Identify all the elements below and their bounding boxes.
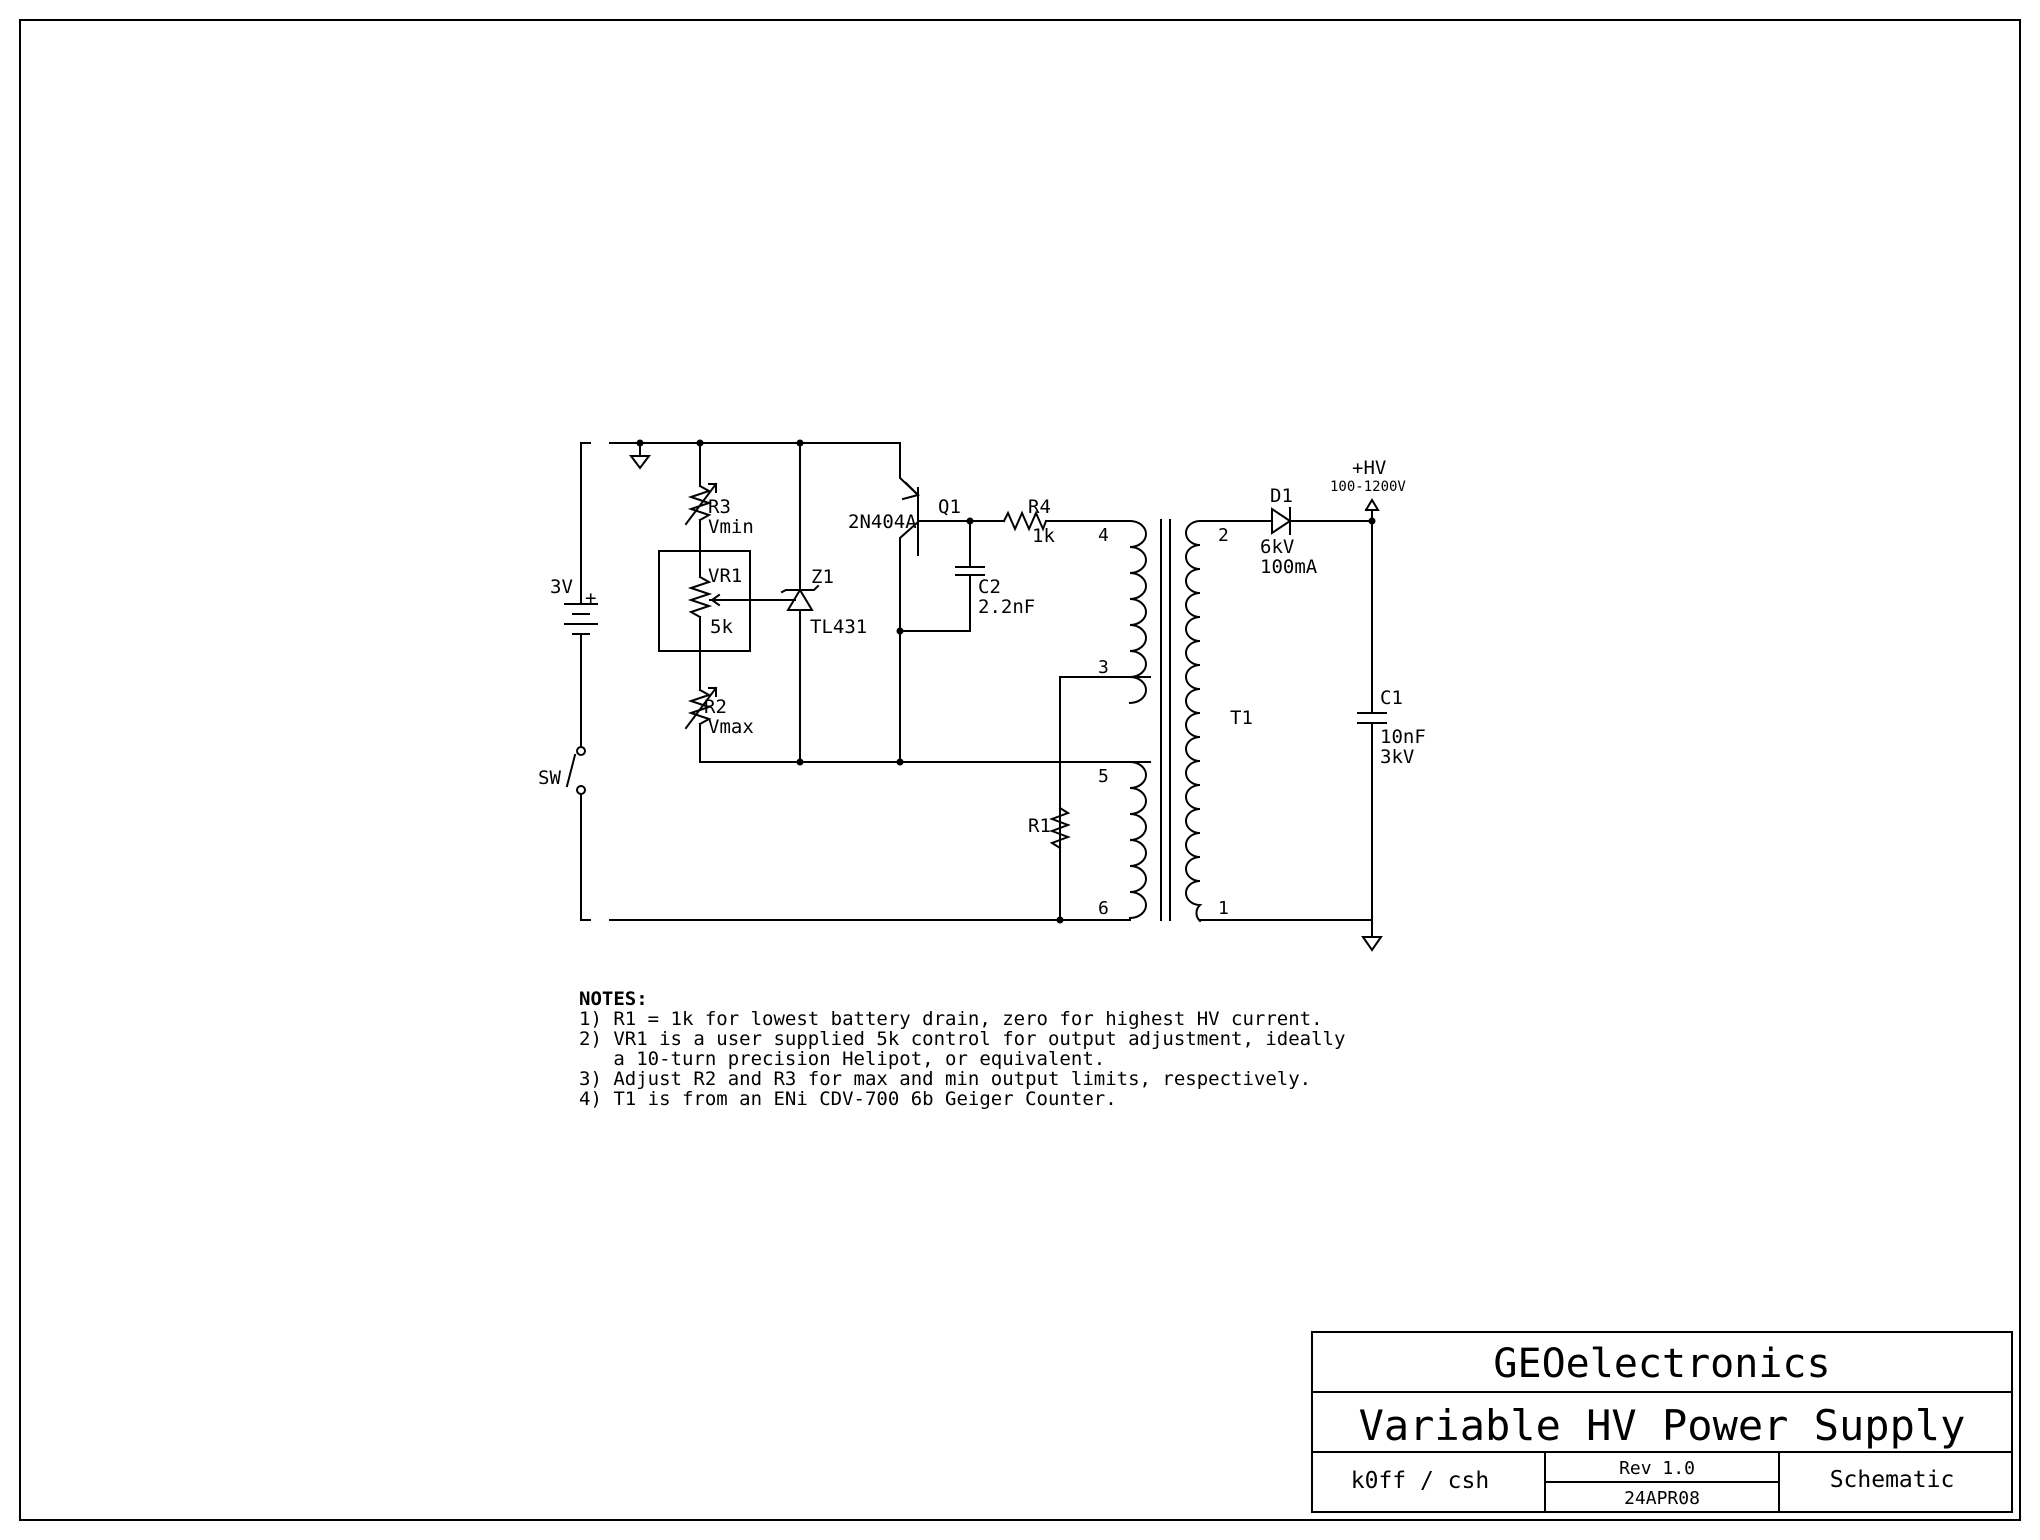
company-name: GEOelectronics xyxy=(1493,1341,1830,1387)
c2-label: C2 xyxy=(978,576,1001,598)
r2-desc: Vmax xyxy=(708,716,754,738)
battery-plus-label: + xyxy=(585,587,596,609)
hv-output-terminal xyxy=(1364,498,1380,522)
circuit: 3V + SW xyxy=(538,439,1426,952)
z1-tl431 xyxy=(709,442,820,763)
sheet-border xyxy=(19,19,2021,1521)
note-line: 4) T1 is from an ENi CDV-700 6b Geiger C… xyxy=(579,1088,1117,1110)
r3-label: R3 xyxy=(708,496,731,518)
d1-label: D1 xyxy=(1270,485,1293,507)
junction-dot xyxy=(896,758,904,766)
vr1-label: VR1 xyxy=(708,565,742,587)
junction-dot xyxy=(796,758,804,766)
r3-desc: Vmin xyxy=(708,516,754,538)
battery-label: 3V xyxy=(550,576,573,598)
t1-pin-6: 6 xyxy=(1098,898,1109,919)
notes-block: NOTES: 1) R1 = 1k for lowest battery dra… xyxy=(579,988,1345,1110)
c1-value: 10nF xyxy=(1380,726,1426,748)
r4-resistor xyxy=(969,510,1131,532)
t1-pin-5: 5 xyxy=(1098,766,1109,787)
drawing-date: 24APR08 xyxy=(1624,1488,1700,1509)
ground-symbol-top xyxy=(629,442,651,470)
note-line: 1) R1 = 1k for lowest battery drain, zer… xyxy=(579,1008,1323,1030)
r4-value: 1k xyxy=(1032,525,1055,547)
junction-dot xyxy=(636,439,644,447)
c1-label: C1 xyxy=(1380,687,1403,709)
battery-3v xyxy=(564,577,598,752)
c2-capacitor xyxy=(899,520,985,632)
d1-rating-current: 100mA xyxy=(1260,556,1318,578)
battery-switch-branch: 3V + SW xyxy=(538,442,598,921)
r3-adjust-arrow xyxy=(684,482,718,526)
revision: Rev 1.0 xyxy=(1619,1458,1695,1479)
r2-resistor xyxy=(687,688,713,726)
hv-range: 100-1200V xyxy=(1330,479,1406,495)
t1-pin-1: 1 xyxy=(1218,898,1229,919)
c2-value: 2.2nF xyxy=(978,596,1035,618)
t1-pin-3: 3 xyxy=(1098,657,1109,678)
r2-label: R2 xyxy=(704,696,727,718)
z1-part: TL431 xyxy=(810,616,867,638)
t1-pin-4: 4 xyxy=(1098,525,1109,546)
c1-rating: 3kV xyxy=(1380,746,1414,768)
notes-heading: NOTES: xyxy=(579,988,648,1010)
vr1-value: 5k xyxy=(710,616,733,638)
switch-label: SW xyxy=(538,767,561,789)
t1-pin-2: 2 xyxy=(1218,525,1229,546)
ground-symbol-bottom xyxy=(1361,919,1383,952)
r2-adjust-arrow xyxy=(684,686,718,730)
d1-rating-voltage: 6kV xyxy=(1260,536,1294,558)
r1-resistor xyxy=(1049,761,1071,921)
d1-diode xyxy=(1259,507,1373,535)
r1-label: R1 xyxy=(1028,815,1051,837)
note-line: 3) Adjust R2 and R3 for max and min outp… xyxy=(579,1068,1311,1090)
divider-branch xyxy=(658,442,1151,763)
t1-primary-upper xyxy=(1059,519,1151,921)
note-line: 2) VR1 is a user supplied 5k control for… xyxy=(579,1028,1345,1050)
note-line: a 10-turn precision Helipot, or equivale… xyxy=(579,1048,1105,1070)
sheet-type: Schematic xyxy=(1830,1467,1955,1493)
r4-label: R4 xyxy=(1028,496,1051,518)
q1-label: Q1 xyxy=(938,496,961,518)
t1-label: T1 xyxy=(1230,707,1253,729)
r3-resistor xyxy=(687,484,713,522)
title-block: GEOelectronics Variable HV Power Supply … xyxy=(1311,1331,2013,1513)
q1-transistor xyxy=(899,442,971,763)
vr1-potentiometer xyxy=(687,575,713,619)
c1-capacitor xyxy=(1357,520,1387,921)
author: k0ff / csh xyxy=(1351,1468,1489,1494)
drawing-title: Variable HV Power Supply xyxy=(1359,1401,1966,1450)
q1-part: 2N404A xyxy=(848,511,917,533)
z1-label: Z1 xyxy=(811,566,834,588)
switch-sw xyxy=(565,746,586,795)
t1-primary-lower xyxy=(1128,760,1151,921)
hv-label: +HV xyxy=(1352,457,1386,479)
t1-secondary xyxy=(1185,519,1373,923)
